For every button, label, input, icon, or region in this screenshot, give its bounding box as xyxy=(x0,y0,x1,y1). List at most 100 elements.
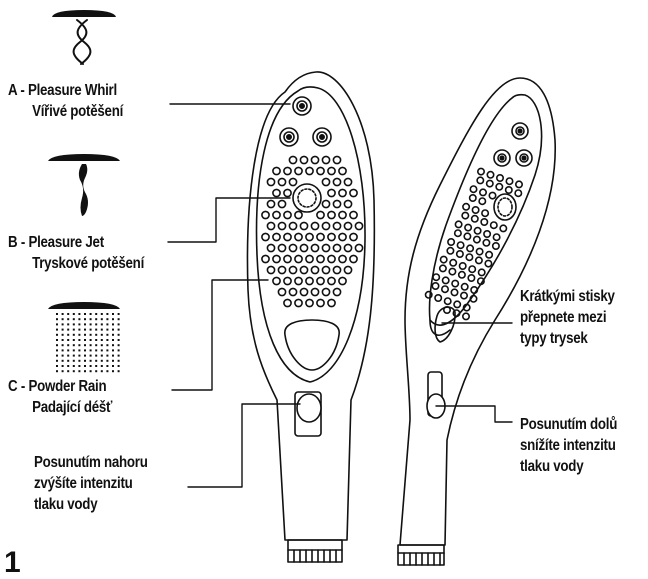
rain-drop xyxy=(56,318,58,320)
note-slide-down: Posunutím dolů snížíte intenzitu tlaku v… xyxy=(520,414,617,477)
rain-drop xyxy=(56,370,58,372)
jet-spray-icon xyxy=(48,154,120,216)
rain-drop xyxy=(106,344,108,346)
rain-drop xyxy=(84,313,86,315)
rain-drop xyxy=(106,365,108,367)
rain-drop xyxy=(73,334,75,336)
rain-drop xyxy=(95,365,97,367)
rain-drop xyxy=(78,349,80,351)
rain-drop xyxy=(56,355,58,357)
rain-drop xyxy=(56,344,58,346)
rain-drop xyxy=(67,370,69,372)
mode-a-translation: Vířivé potěšení xyxy=(8,101,123,122)
rain-drop xyxy=(67,329,69,331)
rain-drop xyxy=(73,370,75,372)
rain-drop xyxy=(67,355,69,357)
rain-drop xyxy=(73,355,75,357)
mode-label-b: B - Pleasure Jet Tryskové potěšení xyxy=(8,232,144,274)
note-slide-up-line: zvýšíte intenzitu xyxy=(34,473,148,494)
rain-drop xyxy=(73,313,75,315)
rain-drop xyxy=(67,318,69,320)
note-slide-down-line: tlaku vody xyxy=(520,456,617,477)
rain-drop xyxy=(112,355,114,357)
rain-drop xyxy=(67,344,69,346)
mode-label-c: C - Powder Rain Padající déšť xyxy=(8,376,112,418)
rain-drop xyxy=(78,318,80,320)
rain-drop xyxy=(112,344,114,346)
mode-label-a: A - Pleasure Whirl Vířivé potěšení xyxy=(8,80,123,122)
rain-drop xyxy=(84,334,86,336)
rain-drop xyxy=(62,339,64,341)
rain-drop xyxy=(56,360,58,362)
mode-b-translation: Tryskové potěšení xyxy=(8,253,144,274)
rain-drop xyxy=(84,360,86,362)
mode-c-name: C - Powder Rain xyxy=(8,376,112,397)
rain-drop xyxy=(78,339,80,341)
mode-a-name: A - Pleasure Whirl xyxy=(8,80,123,101)
rain-drop xyxy=(101,329,103,331)
rain-drop xyxy=(106,370,108,372)
rain-drop xyxy=(90,334,92,336)
rain-drop xyxy=(78,329,80,331)
rain-drop xyxy=(78,323,80,325)
rain-drop xyxy=(118,370,120,372)
rain-drop xyxy=(101,370,103,372)
rain-drop xyxy=(56,329,58,331)
rain-drop xyxy=(67,334,69,336)
rain-drop xyxy=(101,349,103,351)
rain-drop xyxy=(112,370,114,372)
rain-drop xyxy=(67,323,69,325)
rain-drop xyxy=(101,360,103,362)
rain-drop xyxy=(84,329,86,331)
rain-drop xyxy=(118,323,120,325)
rain-drop xyxy=(118,339,120,341)
rain-drop xyxy=(118,334,120,336)
page-number: 1 xyxy=(4,548,21,578)
rain-drop xyxy=(118,344,120,346)
rain-drop xyxy=(101,323,103,325)
rain-drop xyxy=(62,344,64,346)
rain-drop xyxy=(112,334,114,336)
note-slide-up: Posunutím nahoru zvýšíte intenzitu tlaku… xyxy=(34,452,148,515)
rain-drop xyxy=(84,365,86,367)
rain-drop xyxy=(78,355,80,357)
rain-drop xyxy=(101,334,103,336)
rain-drop xyxy=(95,344,97,346)
rain-drop xyxy=(112,360,114,362)
rain-drop xyxy=(90,365,92,367)
rain-drop xyxy=(95,349,97,351)
rain-drop xyxy=(101,365,103,367)
note-short-press-line: typy trysek xyxy=(520,328,615,349)
rain-drop xyxy=(78,313,80,315)
rain-drop xyxy=(106,329,108,331)
note-slide-up-line: Posunutím nahoru xyxy=(34,452,148,473)
rain-drop xyxy=(106,349,108,351)
rain-drop xyxy=(78,365,80,367)
rain-drop xyxy=(84,339,86,341)
rain-drop xyxy=(90,313,92,315)
rain-drop xyxy=(90,370,92,372)
rain-drop xyxy=(118,365,120,367)
rain-drop xyxy=(106,355,108,357)
rain-drop xyxy=(90,349,92,351)
rain-drop xyxy=(84,355,86,357)
rain-drop xyxy=(73,323,75,325)
rain-drop xyxy=(106,323,108,325)
rain-drop xyxy=(106,318,108,320)
rain-drop xyxy=(95,323,97,325)
rain-drop xyxy=(62,365,64,367)
rain-drop xyxy=(90,329,92,331)
rain-drop xyxy=(67,339,69,341)
rain-drop xyxy=(90,339,92,341)
rain-drop xyxy=(112,329,114,331)
rain-drop xyxy=(62,329,64,331)
rain-drop xyxy=(62,355,64,357)
rain-drop xyxy=(73,344,75,346)
rain-drop xyxy=(73,365,75,367)
rain-drop xyxy=(106,339,108,341)
rain-drop xyxy=(90,355,92,357)
rain-drop xyxy=(95,339,97,341)
rain-drop xyxy=(62,349,64,351)
rain-drop xyxy=(112,318,114,320)
mode-b-name: B - Pleasure Jet xyxy=(8,232,144,253)
